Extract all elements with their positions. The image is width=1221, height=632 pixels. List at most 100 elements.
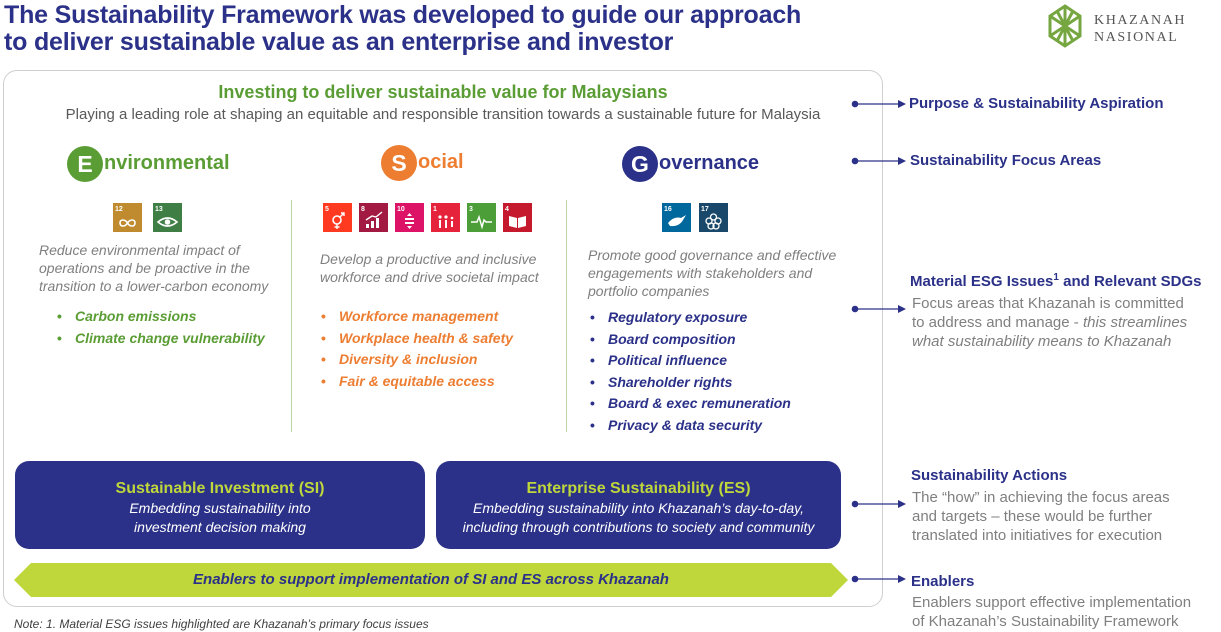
governance-issues-list: Regulatory exposure Board composition Po… [588, 307, 791, 437]
si-title: Sustainable Investment (SI) [115, 480, 325, 497]
svg-text:1: 1 [433, 206, 437, 213]
sdg-4-book-icon: 4 [503, 203, 532, 232]
svg-text:12: 12 [115, 206, 123, 213]
es-title: Enterprise Sustainability (ES) [526, 480, 751, 497]
purpose-side-title: Purpose & Sustainability Aspiration [909, 95, 1164, 112]
list-item: Political influence [588, 350, 791, 372]
svg-text:17: 17 [701, 206, 709, 213]
svg-text:10: 10 [397, 206, 405, 213]
enablers-double-arrow-shape [14, 563, 848, 597]
logo-line-2: NASIONAL [1094, 30, 1179, 45]
pillar-name: ocial [418, 151, 464, 173]
framework-frame [3, 70, 883, 607]
logo-wordmark: KHAZANAH NASIONAL [1094, 12, 1186, 46]
material-title-text: Material ESG Issues [910, 273, 1054, 290]
sdg-3-heartbeat-icon: 3 [467, 203, 496, 232]
enablers-desc-line-2: of Khazanah’s Sustainability Framework [912, 613, 1179, 630]
environmental-issues-list: Carbon emissions Climate change vulnerab… [55, 306, 265, 349]
list-item: Workplace health & safety [319, 328, 513, 350]
sdg-10-equality-icon: 10 [395, 203, 424, 232]
actions-desc-line-1: The “how” in achieving the focus areas [912, 489, 1170, 506]
purpose-arrow-icon [851, 100, 906, 108]
framework-subheading: Playing a leading role at shaping an equ… [65, 106, 821, 123]
social-description: Develop a productive and inclusive workf… [320, 251, 539, 285]
governance-description: Promote good governance and effective en… [588, 247, 837, 299]
material-side-title: Material ESG Issues1 and Relevant SDGs [910, 272, 1202, 290]
sdg-12-infinity-icon: 12 [113, 203, 142, 232]
enterprise-sustainability-box: Enterprise Sustainability (ES) Embedding… [436, 461, 841, 549]
svg-text:5: 5 [325, 206, 329, 213]
list-item: Workforce management [319, 306, 513, 328]
actions-arrow-icon [851, 500, 906, 508]
actions-side-title: Sustainability Actions [911, 467, 1068, 484]
pillar-social-heading: S ocial [381, 145, 541, 181]
es-desc-line-1: Embedding sustainability into Khazanah’s… [472, 500, 805, 516]
pillar-environmental-heading: E nvironmental [67, 146, 267, 182]
enablers-banner: Enablers to support implementation of SI… [14, 563, 848, 597]
list-item: Shareholder rights [588, 372, 791, 394]
si-desc-line-2: investment decision making [134, 519, 306, 535]
pillar-divider [566, 200, 567, 432]
actions-side-description: The “how” in achieving the focus areas a… [912, 488, 1217, 545]
svg-text:8: 8 [361, 206, 365, 213]
sdg-16-dove-icon: 16 [662, 203, 691, 232]
sdg-13-eye-icon: 13 [153, 203, 182, 232]
material-desc-emphasis: this streamlines [1082, 314, 1188, 331]
material-title-footnote-mark: 1 [1053, 272, 1059, 283]
material-desc-line-3: what sustainability means to Khazanah [912, 333, 1172, 350]
pillar-name: overnance [659, 152, 760, 174]
footnote: Note: 1. Material ESG issues highlighted… [14, 617, 429, 631]
enablers-arrow-icon [851, 575, 906, 583]
pillar-divider [291, 200, 292, 432]
svg-text:4: 4 [505, 206, 509, 213]
material-arrow-icon [851, 305, 906, 313]
svg-text:16: 16 [664, 206, 672, 213]
enablers-desc-line-1: Enablers support effective implementatio… [912, 594, 1192, 611]
sdg-1-family-icon: 1 [431, 203, 460, 232]
social-sdg-icons: 5 8 10 1 3 4 [323, 203, 533, 232]
list-item: Climate change vulnerability [55, 328, 265, 350]
material-title-tail: and Relevant SDGs [1058, 273, 1202, 290]
logo-line-1: KHAZANAH [1094, 13, 1187, 28]
material-desc-line-1: Focus areas that Khazanah is committed [912, 295, 1184, 312]
environmental-sdg-icons: 12 13 [113, 203, 185, 232]
pillar-name: nvironmental [104, 152, 230, 174]
svg-text:3: 3 [469, 206, 473, 213]
sdg-5-gender-icon: 5 [323, 203, 352, 232]
enablers-banner-text: Enablers to support implementation of SI… [193, 571, 669, 588]
sdg-17-flower-icon: 17 [699, 203, 728, 232]
sustainable-investment-box: Sustainable Investment (SI) Embedding su… [15, 461, 425, 549]
focus-side-title: Sustainability Focus Areas [910, 152, 1102, 169]
list-item: Diversity & inclusion [319, 349, 513, 371]
list-item: Board composition [588, 329, 791, 351]
enablers-side-title: Enablers [911, 573, 975, 590]
focus-arrow-icon [851, 157, 906, 165]
governance-sdg-icons: 16 17 [662, 203, 730, 232]
material-desc-line-2: to address and manage - [912, 314, 1083, 331]
pillar-governance-heading: G overnance [622, 146, 792, 182]
social-issues-list: Workforce management Workplace health & … [319, 306, 513, 392]
list-item: Carbon emissions [55, 306, 265, 328]
page-title-line-1: The Sustainability Framework was develop… [4, 1, 802, 29]
environmental-description: Reduce environmental impact of operation… [39, 242, 269, 294]
si-desc-line-1: Embedding sustainability into [129, 500, 311, 516]
list-item: Board & exec remuneration [588, 393, 791, 415]
es-desc-line-2: including through contributions to socie… [462, 519, 815, 535]
list-item: Fair & equitable access [319, 371, 513, 393]
pillar-letter-circle: E [67, 146, 103, 182]
pillar-letter-circle: S [381, 145, 417, 181]
khazanah-lattice-logo-icon [1048, 4, 1082, 48]
sdg-8-growth-chart-icon: 8 [359, 203, 388, 232]
svg-text:13: 13 [155, 206, 163, 213]
list-item: Regulatory exposure [588, 307, 791, 329]
pillar-letter-circle: G [622, 146, 658, 182]
list-item: Privacy & data security [588, 415, 791, 437]
khazanah-logo: KHAZANAH NASIONAL [1044, 4, 1214, 48]
enablers-side-description: Enablers support effective implementatio… [912, 593, 1217, 631]
page-title: The Sustainability Framework was develop… [4, 2, 864, 56]
page-title-line-2: to deliver sustainable value as an enter… [4, 28, 674, 56]
framework-heading: Investing to deliver sustainable value f… [218, 82, 668, 102]
material-side-description: Focus areas that Khazanah is committed t… [912, 294, 1217, 351]
actions-desc-line-3: translated into initiatives for executio… [912, 527, 1163, 544]
actions-desc-line-2: and targets – these would be further [912, 508, 1153, 525]
